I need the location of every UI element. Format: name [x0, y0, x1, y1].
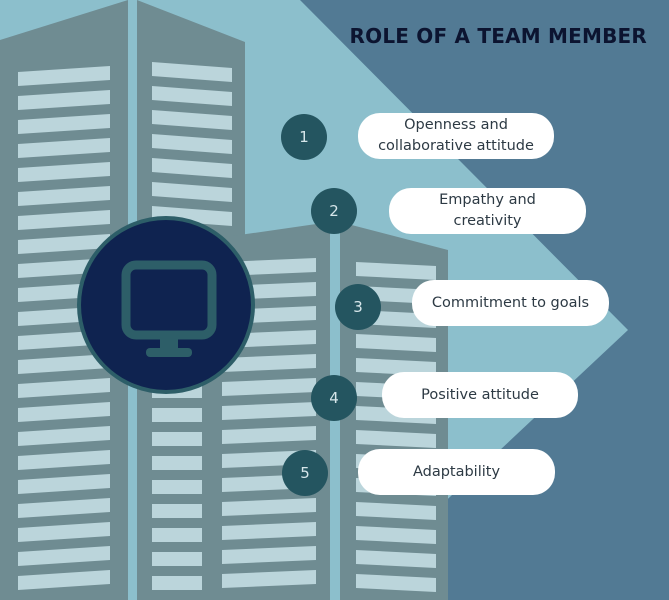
window-stripe [356, 526, 436, 544]
step-number-1: 1 [281, 114, 327, 160]
window-stripe [356, 574, 436, 592]
monitor-icon [121, 260, 217, 357]
window-stripe [18, 66, 110, 86]
window-stripe [152, 62, 232, 82]
window-stripe [356, 502, 436, 520]
window-stripe [18, 522, 110, 542]
window-stripe [18, 474, 110, 494]
window-stripe [18, 138, 110, 158]
window-stripe [152, 432, 202, 446]
window-stripe [18, 426, 110, 446]
window-stripe [152, 552, 202, 566]
window-stripe [18, 402, 110, 422]
dark-diagonal-panel [300, 0, 669, 600]
window-stripe [152, 480, 202, 494]
step-label-2: Empathy and creativity [389, 188, 586, 234]
center-icon-disc [77, 216, 255, 394]
window-stripe [18, 570, 110, 590]
window-stripe [222, 354, 316, 372]
window-stripe [18, 162, 110, 182]
step-number-4: 4 [311, 375, 357, 421]
window-stripe [222, 522, 316, 540]
window-stripe [18, 354, 110, 374]
window-stripe [356, 550, 436, 568]
window-stripe [222, 426, 316, 444]
window-stripe [18, 546, 110, 566]
step-label-1: Openness and collaborative attitude [358, 113, 554, 159]
window-stripe [356, 334, 436, 352]
window-stripe [222, 378, 316, 396]
window-stripe [18, 378, 110, 398]
window-stripe [18, 450, 110, 470]
window-stripe [356, 358, 436, 376]
window-stripe [18, 186, 110, 206]
window-stripe [152, 528, 202, 542]
step-number-5: 5 [282, 450, 328, 496]
window-stripe [18, 498, 110, 518]
page-title: ROLE OF A TEAM MEMBER [349, 24, 647, 48]
window-stripe [18, 90, 110, 110]
window-stripe [152, 576, 202, 590]
window-stripe [152, 408, 202, 422]
step-label-4: Positive attitude [382, 372, 578, 418]
window-stripe [222, 570, 316, 588]
window-stripe [356, 430, 436, 448]
window-stripe [18, 114, 110, 134]
window-stripe [152, 504, 202, 518]
step-number-3: 3 [335, 284, 381, 330]
window-stripe [222, 546, 316, 564]
window-stripe [18, 234, 110, 254]
step-label-5: Adaptability [358, 449, 555, 495]
window-stripe [152, 182, 232, 202]
step-label-3: Commitment to goals [412, 280, 609, 326]
window-stripe [222, 498, 316, 516]
window-stripe [152, 456, 202, 470]
window-stripe [152, 86, 232, 106]
step-number-2: 2 [311, 188, 357, 234]
window-stripe [152, 110, 232, 130]
window-stripe [18, 210, 110, 230]
window-stripe [222, 402, 316, 420]
window-stripe [152, 158, 232, 178]
window-stripe [152, 134, 232, 154]
window-stripe [356, 262, 436, 280]
